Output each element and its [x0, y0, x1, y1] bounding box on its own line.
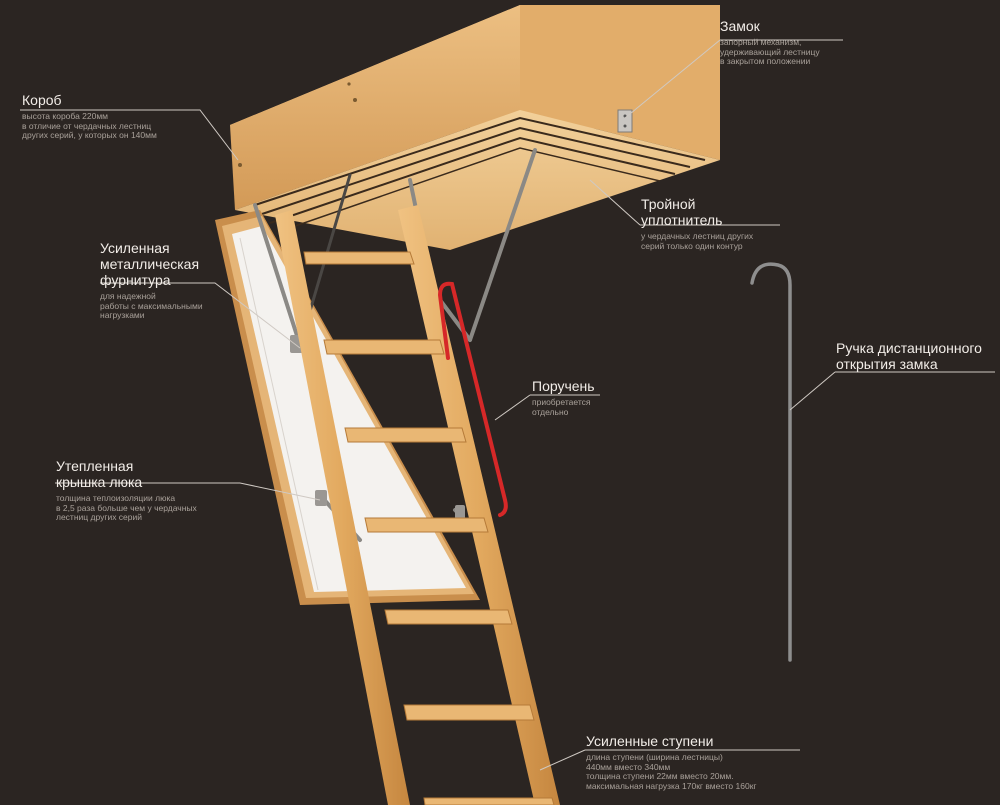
label-hatch: Утепленная крышка люка толщина теплоизол… — [56, 458, 197, 523]
ladder-right-rail — [398, 205, 560, 805]
label-hardware-title: Усиленная металлическая фурнитура — [100, 240, 200, 288]
label-seal: Тройной уплотнитель у чердачных лестниц … — [641, 196, 753, 251]
label-hardware: Усиленная металлическая фурнитура для на… — [100, 240, 203, 321]
label-hardware-desc: для надежной работы с максимальными нагр… — [100, 291, 203, 320]
box-side-face — [520, 5, 720, 160]
lock-mechanism — [617, 109, 633, 133]
label-lock-title: Замок — [720, 18, 760, 34]
label-hatch-desc: толщина теплоизоляции люка в 2,5 раза бо… — [56, 493, 197, 522]
label-box-desc: высота короба 220мм в отличие от чердачн… — [22, 111, 157, 140]
label-handrail: Поручень приобретается отдельно — [532, 378, 595, 417]
leader-lines — [20, 39, 995, 771]
label-box: Короб высота короба 220мм в отличие от ч… — [22, 92, 157, 141]
ladder — [275, 205, 560, 805]
box-frame — [230, 5, 720, 250]
label-steps-desc: длина ступени (ширина лестницы) 440мм вм… — [586, 752, 757, 791]
ladder-steps — [303, 251, 555, 805]
remote-handle — [750, 262, 792, 662]
label-handrail-desc: приобретается отдельно — [532, 397, 591, 417]
label-remote-handle-title: Ручка дистанционного открытия замка — [836, 340, 982, 372]
ladder-left-rail — [275, 210, 410, 805]
handrail — [437, 281, 508, 517]
label-lock: Замок запорный механизм, удерживающий ле… — [720, 18, 820, 67]
label-lock-desc: запорный механизм, удерживающий лестницу… — [720, 37, 820, 66]
label-box-title: Короб — [22, 92, 62, 108]
label-seal-desc: у чердачных лестниц других серий только … — [641, 231, 754, 251]
box-inner-face — [235, 110, 720, 250]
label-seal-title: Тройной уплотнитель — [641, 196, 723, 228]
label-remote-handle: Ручка дистанционного открытия замка — [836, 340, 982, 372]
box-front-face — [230, 5, 520, 210]
label-steps-title: Усиленные ступени — [586, 733, 714, 749]
label-hatch-title: Утепленная крышка люка — [56, 458, 143, 490]
label-steps: Усиленные ступени длина ступени (ширина … — [586, 733, 757, 791]
label-handrail-title: Поручень — [532, 378, 595, 394]
